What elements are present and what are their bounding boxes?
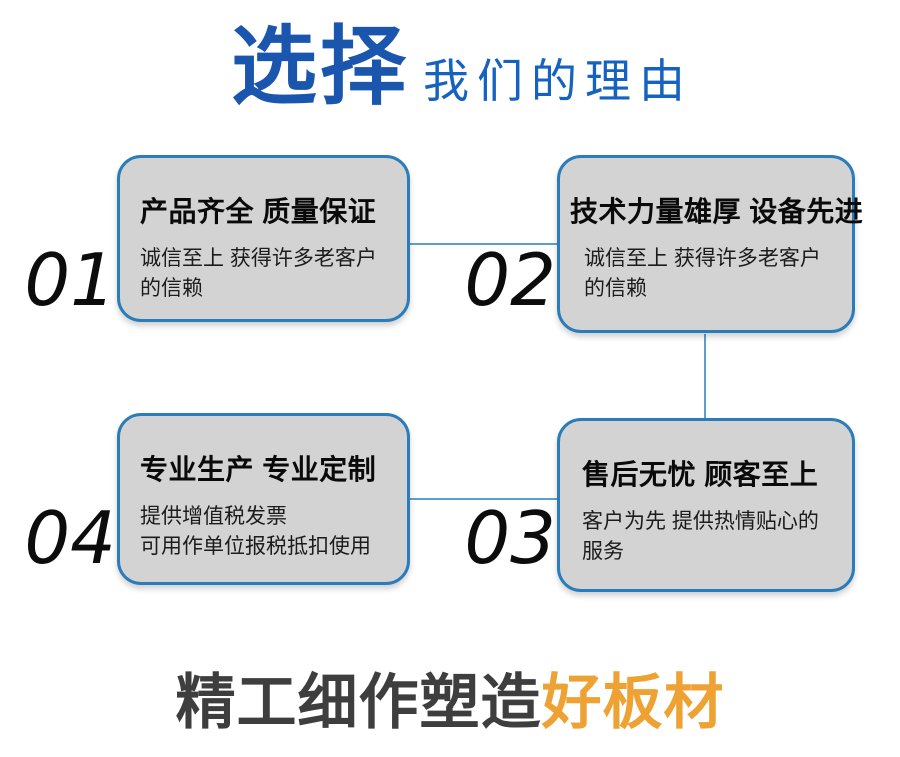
- card-body: 诚信至上 获得许多老客户 的信赖: [584, 247, 821, 301]
- card-title: 售后无忧 顾客至上: [582, 459, 819, 490]
- connector-line-vertical: [704, 334, 706, 418]
- connector-line-top: [410, 243, 557, 245]
- card-number-02: 02: [464, 238, 556, 322]
- card-body: 诚信至上 获得许多老客户 的信赖: [140, 247, 377, 301]
- page-title: 选择: [231, 19, 409, 115]
- card-body: 客户为先 提供热情贴心的 服务: [582, 510, 819, 564]
- card-title: 技术力量雄厚 设备先进: [570, 196, 864, 227]
- card-number-03: 03: [464, 496, 556, 580]
- card-number-04: 04: [24, 496, 116, 580]
- card-title: 产品齐全 质量保证: [140, 196, 377, 227]
- card-title: 专业生产 专业定制: [140, 454, 377, 485]
- tagline-text: 精工细作塑造: [175, 669, 542, 736]
- reason-card-01: 产品齐全 质量保证 诚信至上 获得许多老客户 的信赖: [117, 155, 410, 322]
- page-subtitle: 我们的理由: [423, 55, 693, 107]
- reason-card-04: 专业生产 专业定制 提供增值税发票 可用作单位报税抵扣使用: [117, 413, 410, 585]
- card-number-01: 01: [24, 238, 116, 322]
- footer-tagline: 精工细作塑造好板材: [0, 668, 900, 737]
- card-body: 提供增值税发票 可用作单位报税抵扣使用: [140, 505, 371, 559]
- reason-card-03: 售后无忧 顾客至上 客户为先 提供热情贴心的 服务: [557, 418, 855, 592]
- page-header: 选择 我们的理由: [231, 24, 693, 110]
- tagline-highlight: 好板材: [541, 669, 725, 736]
- connector-line-bottom: [410, 498, 557, 500]
- reason-card-02: 技术力量雄厚 设备先进 诚信至上 获得许多老客户 的信赖: [557, 155, 864, 333]
